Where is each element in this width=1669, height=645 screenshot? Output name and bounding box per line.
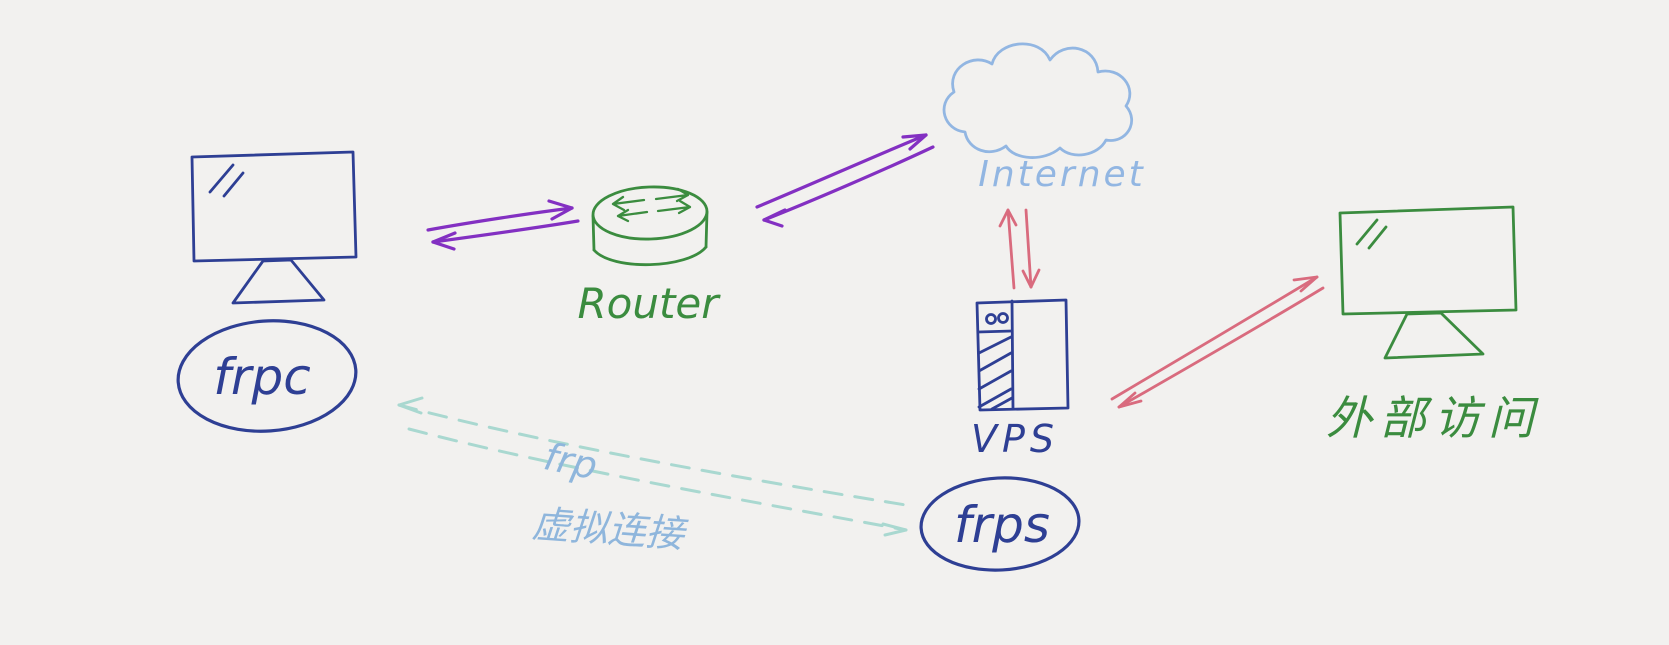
frp-virtual-link-label-line1: frp xyxy=(540,434,601,488)
frps-bubble: frps xyxy=(919,476,1081,572)
internet-cloud-icon xyxy=(942,42,1133,159)
external-access-label: 外部访问 xyxy=(1326,391,1542,445)
router-icon xyxy=(591,185,709,267)
vps-server-icon xyxy=(975,298,1070,412)
vps-external-arrows xyxy=(1110,275,1325,409)
router-label: Router xyxy=(577,279,721,328)
frpc-label: frpc xyxy=(213,348,310,406)
vps-label: VPS xyxy=(971,417,1059,461)
client-monitor-icon xyxy=(190,150,358,305)
client-router-arrows xyxy=(426,199,580,251)
frp-virtual-link-label-line2: 虚拟连接 xyxy=(531,502,691,557)
vps-hatch-lines xyxy=(977,335,1014,411)
router-internet-arrows xyxy=(755,133,935,228)
internet-vps-arrows xyxy=(998,208,1041,290)
frpc-bubble: frpc xyxy=(176,319,358,433)
internet-label: Internet xyxy=(978,154,1146,195)
frp-virtual-link-dashed-arrows xyxy=(397,396,914,537)
external-monitor-icon xyxy=(1338,205,1518,360)
router-direction-arrows xyxy=(611,187,692,223)
frps-label: frps xyxy=(954,496,1050,554)
